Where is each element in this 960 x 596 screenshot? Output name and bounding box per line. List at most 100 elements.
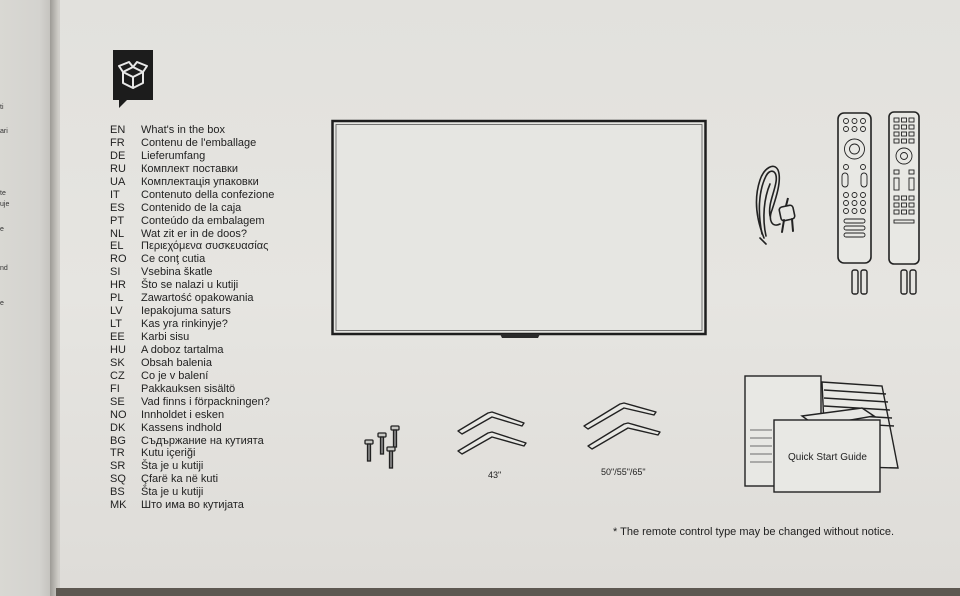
battery-icon [900, 269, 917, 295]
language-code: EN [110, 124, 126, 136]
language-code: PT [110, 214, 125, 227]
language-row: PL Zawartość opakowania [110, 292, 274, 305]
language-text: Obsah balenia [141, 356, 212, 369]
language-text: Co je v balení [141, 369, 209, 382]
language-text: Karbi sisu [141, 331, 190, 343]
language-text: Vad finns i förpackningen? [141, 395, 270, 408]
language-code: CZ [110, 369, 125, 382]
guide-label: Quick Start Guide [788, 452, 867, 463]
open-box-icon [113, 50, 153, 108]
screw-icon [364, 425, 400, 469]
language-text: Conteúdo da embalagem [141, 214, 265, 227]
language-text: Съдържание на кутията [141, 434, 264, 447]
language-text: Iepakojuma saturs [141, 305, 231, 318]
stand-size-label-small: 43" [488, 470, 502, 480]
language-code: HU [110, 343, 126, 356]
language-text: Contenido de la caja [141, 201, 242, 214]
language-text: Što se nalazi u kutiji [141, 279, 239, 292]
language-row: DE Lieferumfang [110, 150, 274, 163]
language-text: Комплектація упаковки [141, 175, 259, 188]
language-text: Ce conţ cutia [141, 253, 206, 266]
power-cable-icon [755, 165, 796, 245]
language-text: Kassens indhold [141, 421, 222, 434]
language-row: SE Vad finns i förpackningen? [110, 396, 274, 409]
language-text: Περιεχόμενα συσκευασίας [141, 240, 269, 253]
language-code: HR [110, 279, 126, 292]
language-text: Kutu içeriği [141, 447, 196, 460]
language-row: UA Комплектація упаковки [110, 176, 274, 189]
language-row: FR Contenu de l'emballage [110, 137, 274, 150]
language-text: Šta je u kutiji [141, 486, 204, 499]
left-page-fragment: nd [0, 265, 8, 272]
footnote: * The remote control type may be changed… [613, 526, 895, 538]
language-text: Lieferumfang [141, 149, 206, 162]
language-row: RO Ce conţ cutia [110, 253, 274, 266]
language-row: LV Iepakojuma saturs [110, 305, 274, 318]
language-text: Çfarë ka në kuti [141, 473, 219, 486]
language-row: SI Vsebina škatle [110, 266, 274, 279]
language-text: Kas yra rinkinyje? [141, 318, 228, 331]
language-row: BG Съдържание на кутията [110, 435, 274, 448]
language-row: NO Innholdet i esken [110, 409, 274, 422]
language-text: Pakkauksen sisältö [141, 382, 236, 395]
language-code: SI [110, 266, 121, 279]
stand-leg-icon [457, 411, 527, 455]
language-text: Contenu de l'emballage [141, 136, 257, 149]
language-text: Contenuto della confezione [141, 188, 275, 201]
language-code: SQ [110, 473, 126, 486]
left-page: ti ari te uje e nd e [0, 0, 56, 596]
language-text: Vsebina škatle [141, 266, 213, 279]
language-text: Šta je u kutiji [141, 460, 204, 473]
language-code: SK [110, 356, 125, 369]
remote-control-icon [888, 111, 920, 265]
language-code: TR [110, 447, 125, 460]
language-code: NO [110, 408, 127, 421]
language-code: UA [110, 175, 126, 188]
language-text: Innholdet i esken [141, 408, 225, 421]
language-code: FR [110, 136, 125, 149]
remote-control-icon [837, 112, 872, 264]
language-code: LV [110, 305, 123, 318]
language-row: HR Što se nalazi u kutiji [110, 279, 274, 292]
left-page-fragment: ari [0, 128, 8, 135]
language-code: SE [110, 395, 125, 408]
language-row: PT Conteúdo da embalagem [110, 215, 274, 228]
language-row: BS Šta je u kutiji [110, 486, 274, 499]
language-text: Zawartość opakowania [141, 292, 254, 305]
left-page-fragment: e [0, 300, 4, 307]
language-row: FI Pakkauksen sisältö [110, 383, 274, 396]
language-code: FI [110, 382, 120, 395]
language-code: RO [110, 253, 127, 266]
language-text: Wat zit er in de doos? [141, 227, 247, 240]
language-text: A doboz tartalma [141, 343, 224, 356]
language-row: EE Karbi sisu [110, 331, 274, 344]
language-row: SR Šta je u kutiji [110, 460, 274, 473]
language-row: CZ Co je v balení [110, 370, 274, 383]
stand-size-label-large: 50"/55"/65" [601, 467, 646, 477]
language-code: SR [110, 460, 126, 473]
language-row: TR Kutu içeriği [110, 447, 274, 460]
language-code: BS [110, 486, 125, 499]
language-code: PL [110, 292, 124, 305]
table-edge [56, 588, 960, 596]
booklet-icon [744, 375, 899, 493]
language-code: DE [110, 149, 126, 162]
language-row: EL Περιεχόμενα συσκευασίας [110, 240, 274, 253]
language-row: DK Kassens indhold [110, 422, 274, 435]
language-row: SK Obsah balenia [110, 357, 274, 370]
left-page-fragment: e [0, 226, 4, 233]
left-page-fragment: uje [0, 201, 10, 208]
language-code: EL [110, 240, 124, 253]
language-code: DK [110, 421, 126, 434]
battery-icon [851, 269, 868, 295]
language-row: HU A doboz tartalma [110, 344, 274, 357]
language-code: BG [110, 434, 126, 447]
language-code: EE [110, 331, 125, 343]
